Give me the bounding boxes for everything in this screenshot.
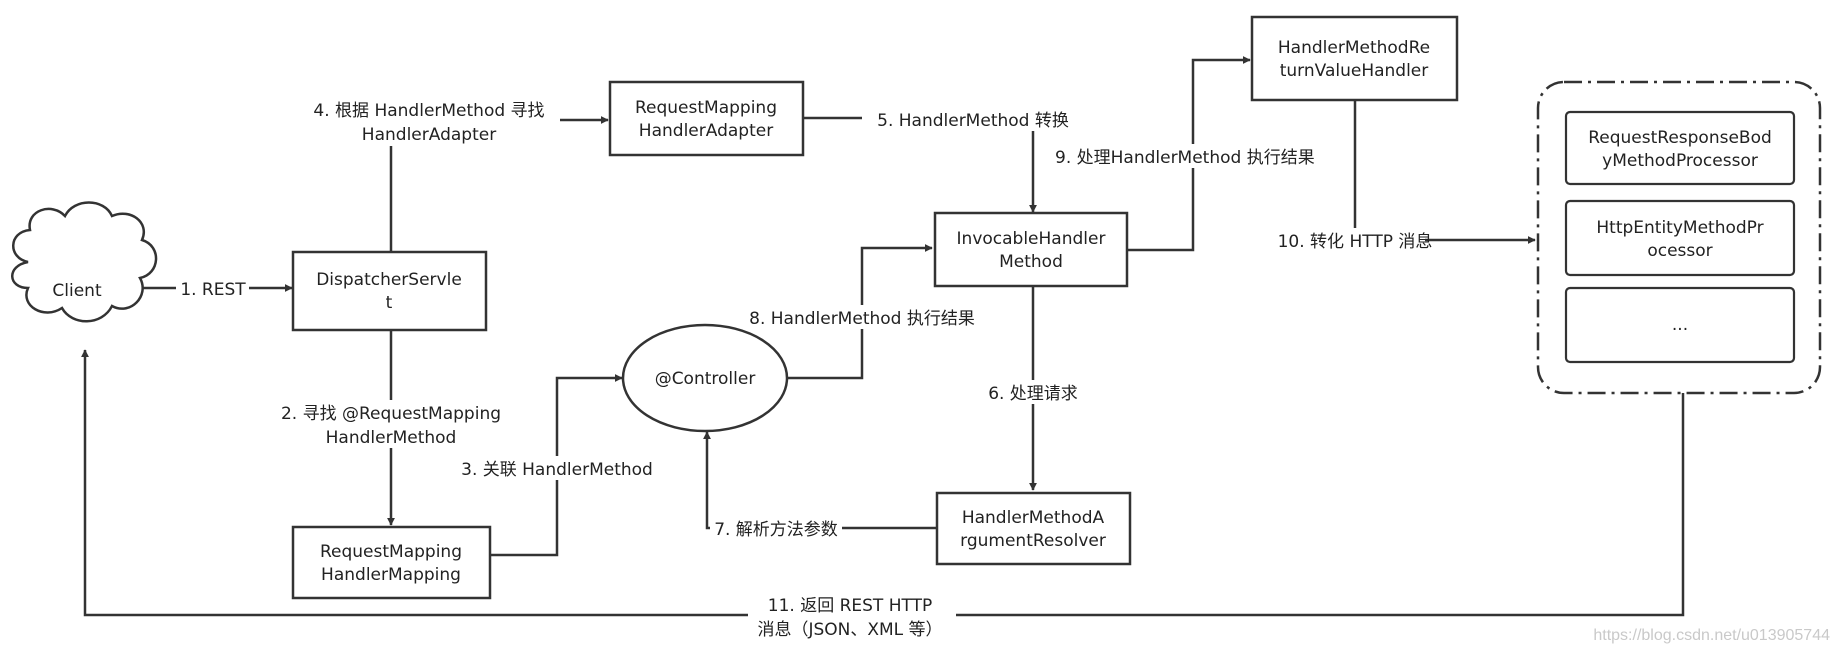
edge-label-10: 10. 转化 HTTP 消息 bbox=[1278, 232, 1433, 252]
processors-container: RequestResponseBod yMethodProcessor Http… bbox=[1536, 80, 1822, 395]
handler-adapter-label-line-2: HandlerAdapter bbox=[639, 121, 773, 141]
edge-label-5: 5. HandlerMethod 转换 bbox=[877, 111, 1069, 131]
processor-2-label-line-1: HttpEntityMethodPr bbox=[1596, 218, 1763, 238]
controller-ellipse bbox=[621, 323, 789, 433]
edge-label-2-line-2: HandlerMethod bbox=[326, 428, 457, 448]
handler-mapping-label-line-2: HandlerMapping bbox=[321, 565, 461, 585]
processor-1-label-line-1: RequestResponseBod bbox=[1588, 128, 1772, 148]
dispatcher-servlet-label-line-2: t bbox=[386, 293, 393, 313]
processor-box-1 bbox=[1564, 110, 1796, 186]
argument-resolver-label-line-2: rgumentResolver bbox=[960, 531, 1106, 551]
edge-line-10 bbox=[1353, 100, 1536, 244]
dispatcher-servlet-label-line-1: DispatcherServle bbox=[316, 270, 462, 290]
edge-label-9: 9. 处理HandlerMethod 执行结果 bbox=[1055, 148, 1315, 168]
edge-label-7: 7. 解析方法参数 bbox=[714, 520, 838, 540]
controller-label: @Controller bbox=[655, 369, 756, 389]
return-value-handler-label-line-2: turnValueHandler bbox=[1280, 61, 1429, 81]
watermark: https://blog.csdn.net/u013905744 bbox=[1593, 627, 1830, 644]
dispatcher-servlet-node: DispatcherServle t bbox=[291, 250, 488, 332]
edge-label-6: 6. 处理请求 bbox=[988, 384, 1078, 404]
edge-label-8: 8. HandlerMethod 执行结果 bbox=[749, 309, 975, 329]
edge-label-11-line-1: 11. 返回 REST HTTP bbox=[768, 596, 932, 616]
processor-3-label: ... bbox=[1672, 315, 1688, 335]
request-mapping-handler-mapping-node: RequestMapping HandlerMapping bbox=[291, 525, 492, 600]
invocable-label-line-2: Method bbox=[999, 252, 1063, 272]
processor-box-3 bbox=[1564, 286, 1796, 364]
processor-box-2 bbox=[1564, 199, 1796, 277]
edge-label-2-line-1: 2. 寻找 @RequestMapping bbox=[281, 404, 501, 424]
edge-label-3: 3. 关联 HandlerMethod bbox=[461, 460, 653, 480]
cloud-icon bbox=[11, 201, 158, 323]
argument-resolver-node: HandlerMethodA rgumentResolver bbox=[935, 491, 1132, 566]
processor-1-label-line-2: yMethodProcessor bbox=[1602, 151, 1758, 171]
client-label: Client bbox=[52, 281, 102, 301]
return-value-handler-node: HandlerMethodRe turnValueHandler bbox=[1250, 15, 1459, 102]
controller-node: @Controller bbox=[621, 323, 789, 433]
argument-resolver-label-line-1: HandlerMethodA bbox=[962, 508, 1105, 528]
edge-labels: 1. REST 2. 寻找 @RequestMapping HandlerMet… bbox=[176, 98, 1432, 641]
edge-label-1: 1. REST bbox=[180, 280, 246, 300]
edge-line-7 bbox=[703, 431, 937, 530]
processor-2-label-line-2: ocessor bbox=[1647, 241, 1712, 261]
handler-mapping-label-line-1: RequestMapping bbox=[320, 542, 462, 562]
edge-line-5 bbox=[803, 116, 1037, 213]
request-mapping-handler-adapter-node: RequestMapping HandlerAdapter bbox=[608, 80, 805, 157]
client-cloud-node: Client bbox=[11, 201, 158, 323]
return-value-handler-label-line-1: HandlerMethodRe bbox=[1278, 38, 1430, 58]
handler-adapter-label-line-1: RequestMapping bbox=[635, 98, 777, 118]
edge-label-4-line-1: 4. 根据 HandlerMethod 寻找 bbox=[313, 101, 544, 121]
invocable-handler-method-node: InvocableHandler Method bbox=[933, 211, 1129, 288]
edge-label-11-line-2: 消息（JSON、XML 等） bbox=[757, 620, 942, 640]
invocable-label-line-1: InvocableHandler bbox=[957, 229, 1106, 249]
edge-label-4-line-2: HandlerAdapter bbox=[362, 125, 496, 145]
